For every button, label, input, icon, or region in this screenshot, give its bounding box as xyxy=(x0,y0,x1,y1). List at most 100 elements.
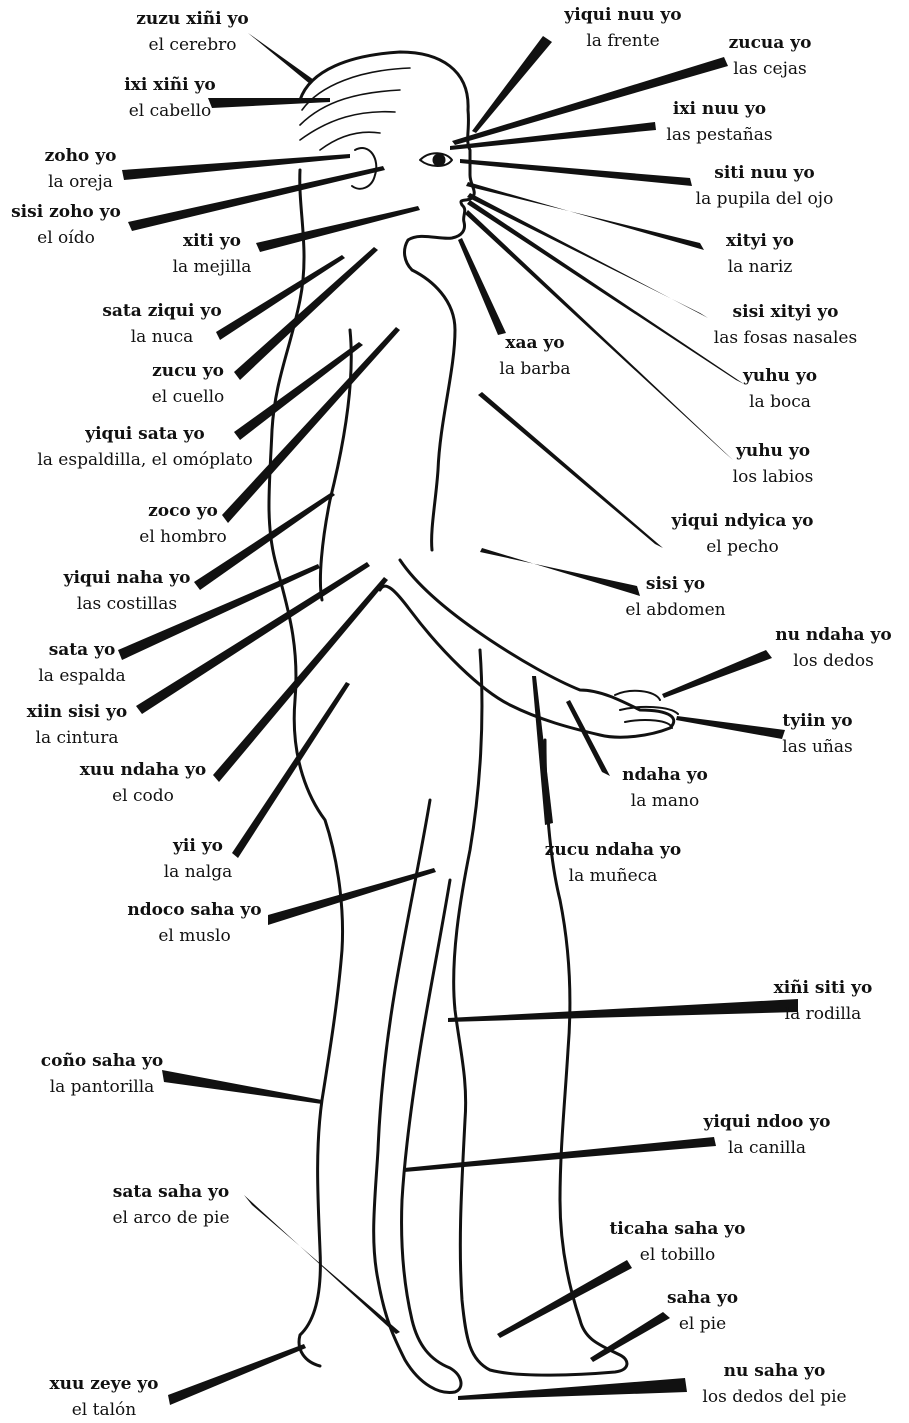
label-spanish: la mejilla xyxy=(162,254,262,280)
label-spanish: la nuca xyxy=(88,324,236,350)
label-la-rodilla: xiñi siti yo la rodilla xyxy=(758,975,888,1027)
label-mixteco: sata saha yo xyxy=(86,1179,256,1205)
label-el-codo: xuu ndaha yo el codo xyxy=(68,757,218,809)
label-el-cuello: zucu yo el cuello xyxy=(138,358,238,410)
label-los-labios: yuhu yo los labios xyxy=(728,438,818,490)
label-la-barba: xaa yo la barba xyxy=(485,330,585,382)
label-mixteco: zucua yo xyxy=(715,30,825,56)
label-spanish: el cabello xyxy=(100,98,240,124)
label-spanish: el cuello xyxy=(138,384,238,410)
label-mixteco: zoho yo xyxy=(28,143,133,169)
label-mixteco: siti nuu yo xyxy=(672,160,857,186)
label-mixteco: yuhu yo xyxy=(735,363,825,389)
label-la-canilla: yiqui ndoo yo la canilla xyxy=(688,1109,846,1161)
label-spanish: la mano xyxy=(610,788,720,814)
label-spanish: los labios xyxy=(728,464,818,490)
label-la-boca: yuhu yo la boca xyxy=(735,363,825,415)
label-la-muneca: zucu ndaha yo la muñeca xyxy=(528,837,698,889)
label-mixteco: xuu ndaha yo xyxy=(68,757,218,783)
label-el-hombro: zoco yo el hombro xyxy=(128,498,238,550)
label-spanish: la barba xyxy=(485,356,585,382)
label-el-arco-de-pie: sata saha yo el arco de pie xyxy=(86,1179,256,1231)
label-mixteco: zucu ndaha yo xyxy=(528,837,698,863)
label-mixteco: yiqui sata yo xyxy=(14,421,276,447)
label-el-pie: saha yo el pie xyxy=(655,1285,750,1337)
label-la-nuca: sata ziqui yo la nuca xyxy=(88,298,236,350)
label-spanish: la espaldilla, el omóplato xyxy=(14,447,276,473)
label-spanish: las uñas xyxy=(770,734,865,760)
label-los-dedos-del-pie: nu saha yo los dedos del pie xyxy=(682,1358,867,1410)
back-outline xyxy=(269,170,343,1366)
label-el-tobillo: ticaha saha yo el tobillo xyxy=(600,1216,755,1268)
label-mixteco: zuzu xiñi yo xyxy=(120,6,265,32)
label-spanish: las cejas xyxy=(715,56,825,82)
label-las-pestanas: ixi nuu yo las pestañas xyxy=(652,96,787,148)
label-mixteco: yuhu yo xyxy=(728,438,818,464)
label-mixteco: zucu yo xyxy=(138,358,238,384)
label-spanish: la boca xyxy=(735,389,825,415)
label-spanish: la muñeca xyxy=(528,863,698,889)
label-mixteco: tyiin yo xyxy=(770,708,865,734)
head-outline xyxy=(300,52,474,270)
label-spanish: el cerebro xyxy=(120,32,265,58)
label-spanish: la frente xyxy=(548,28,698,54)
label-mixteco: ticaha saha yo xyxy=(600,1216,755,1242)
label-el-talon: xuu zeye yo el talón xyxy=(34,1371,174,1423)
label-spanish: el muslo xyxy=(112,923,277,949)
label-mixteco: xaa yo xyxy=(485,330,585,356)
label-las-cejas: zucua yo las cejas xyxy=(715,30,825,82)
label-mixteco: yiqui ndyica yo xyxy=(660,508,825,534)
hair-lines xyxy=(300,68,410,150)
label-mixteco: nu ndaha yo xyxy=(766,622,901,648)
label-spanish: el abdomen xyxy=(618,597,733,623)
label-el-cerebro: zuzu xiñi yo el cerebro xyxy=(120,6,265,58)
label-spanish: la cintura xyxy=(12,725,142,751)
label-mixteco: sisi xityi yo xyxy=(698,299,873,325)
label-spanish: la oreja xyxy=(28,169,133,195)
label-mixteco: sisi zoho yo xyxy=(2,199,130,225)
label-spanish: el talón xyxy=(34,1397,174,1423)
label-la-espalda: sata yo la espalda xyxy=(22,637,142,689)
label-mixteco: ixi nuu yo xyxy=(652,96,787,122)
label-mixteco: xiin sisi yo xyxy=(12,699,142,725)
label-spanish: la pantorilla xyxy=(28,1074,176,1100)
label-spanish: el codo xyxy=(68,783,218,809)
label-mixteco: ndoco saha yo xyxy=(112,897,277,923)
label-la-nalga: yii yo la nalga xyxy=(158,833,238,885)
label-spanish: el pie xyxy=(655,1311,750,1337)
label-mixteco: yiqui ndoo yo xyxy=(688,1109,846,1135)
label-spanish: el arco de pie xyxy=(86,1205,256,1231)
label-el-oido: sisi zoho yo el oído xyxy=(2,199,130,251)
label-el-abdomen: sisi yo el abdomen xyxy=(618,571,733,623)
label-spanish: los dedos xyxy=(766,648,901,674)
label-mixteco: sata ziqui yo xyxy=(88,298,236,324)
label-mixteco: xuu zeye yo xyxy=(34,1371,174,1397)
pupil xyxy=(434,155,444,165)
label-la-frente: yiqui nuu yo la frente xyxy=(548,2,698,54)
label-mixteco: xiñi siti yo xyxy=(758,975,888,1001)
label-mixteco: yiqui nuu yo xyxy=(548,2,698,28)
label-mixteco: zoco yo xyxy=(128,498,238,524)
label-la-pantorilla: coño saha yo la pantorilla xyxy=(28,1048,176,1100)
label-mixteco: sisi yo xyxy=(618,571,733,597)
label-la-cintura: xiin sisi yo la cintura xyxy=(12,699,142,751)
front-outline xyxy=(412,270,455,550)
label-spanish: el pecho xyxy=(660,534,825,560)
label-la-mejilla: xiti yo la mejilla xyxy=(162,228,262,280)
label-spanish: el tobillo xyxy=(600,1242,755,1268)
label-mixteco: coño saha yo xyxy=(28,1048,176,1074)
label-la-espaldilla: yiqui sata yo la espaldilla, el omóplato xyxy=(14,421,276,473)
label-mixteco: ixi xiñi yo xyxy=(100,72,240,98)
label-mixteco: yiqui naha yo xyxy=(52,565,202,591)
label-los-dedos: nu ndaha yo los dedos xyxy=(766,622,901,674)
label-la-oreja: zoho yo la oreja xyxy=(28,143,133,195)
label-spanish: la espalda xyxy=(22,663,142,689)
label-la-mano: ndaha yo la mano xyxy=(610,762,720,814)
label-mixteco: nu saha yo xyxy=(682,1358,867,1384)
label-el-cabello: ixi xiñi yo el cabello xyxy=(100,72,240,124)
rear-leg xyxy=(374,800,461,1393)
label-spanish: la nalga xyxy=(158,859,238,885)
label-spanish: el hombro xyxy=(128,524,238,550)
label-spanish: las pestañas xyxy=(652,122,787,148)
label-spanish: la nariz xyxy=(705,254,815,280)
